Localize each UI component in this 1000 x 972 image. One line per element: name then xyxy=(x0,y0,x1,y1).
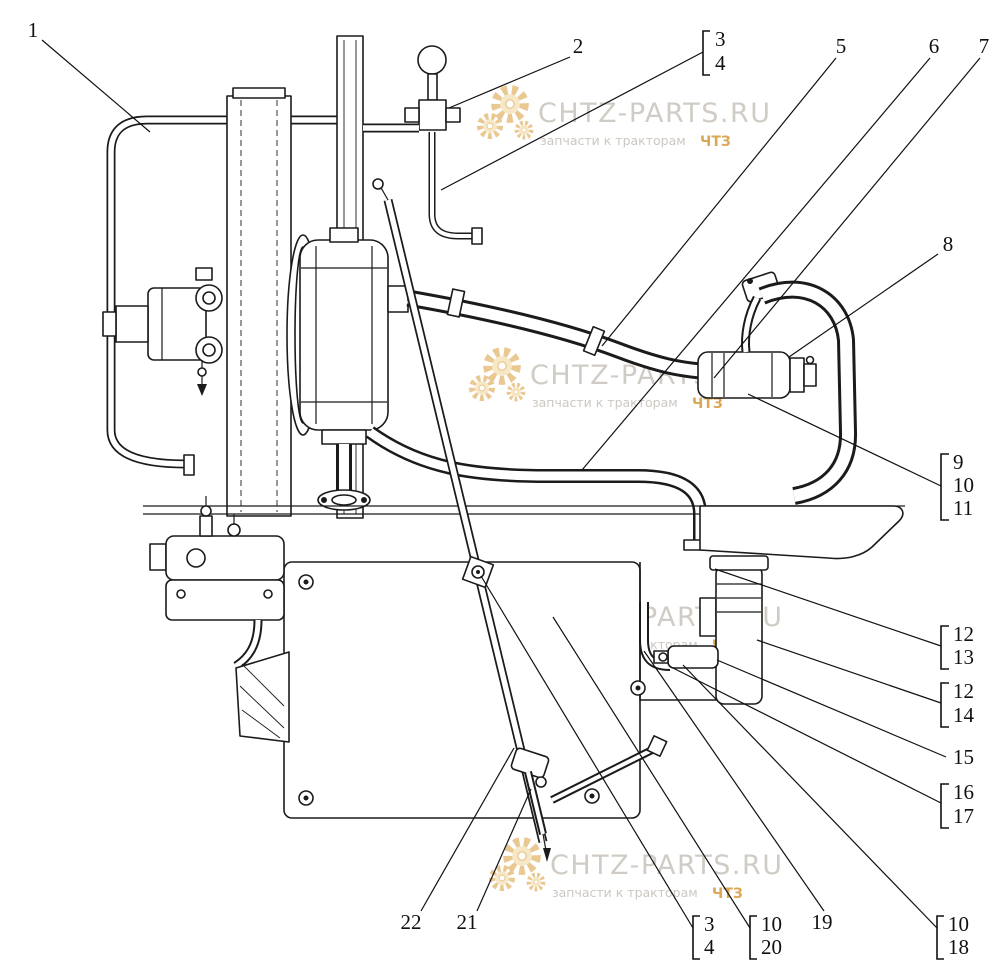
callout-label-10-bottom: 10 xyxy=(761,912,782,936)
watermark-tagline-text: запчасти к тракторам xyxy=(552,885,698,900)
watermark-tagline-brand-text: ЧТЗ xyxy=(700,134,731,150)
leader-line-9-10-11 xyxy=(747,393,942,487)
callout-label-4-top: 4 xyxy=(715,51,726,75)
injection-pump xyxy=(149,496,285,670)
leader-line-1 xyxy=(41,39,151,133)
callout-label-5: 5 xyxy=(836,34,847,58)
callout-label-9: 9 xyxy=(953,450,964,474)
bracket-9-10-11 xyxy=(940,453,949,521)
leader-line-6 xyxy=(581,57,931,471)
leader-line-3-4-top xyxy=(440,51,704,191)
oil-pan xyxy=(143,505,905,560)
callout-label-4-bottom: 4 xyxy=(704,935,715,959)
callout-label-6: 6 xyxy=(929,34,940,58)
callout-label-11: 11 xyxy=(953,496,973,520)
callout-labels: 1 2 3 4 5 6 7 8 9 10 11 12 13 12 14 15 1… xyxy=(28,18,990,959)
watermark-tagline-text: запчасти к тракторам xyxy=(540,133,686,148)
watermark-stamp: CHTZ-PARTS.RU запчасти к тракторам ЧТЗ xyxy=(492,842,783,902)
watermark-tagline-brand-text: ЧТЗ xyxy=(712,886,743,902)
callout-label-17: 17 xyxy=(953,804,974,828)
leader-line-19 xyxy=(643,650,825,912)
leader-line-16-17 xyxy=(670,666,942,804)
callout-label-20: 20 xyxy=(761,935,782,959)
leader-line-3-4-bottom xyxy=(480,575,694,929)
gears-icon xyxy=(492,842,543,889)
callout-label-21: 21 xyxy=(457,910,478,934)
watermark-tagline-text: запчасти к тракторам xyxy=(532,395,678,410)
leader-line-12-13 xyxy=(714,568,942,647)
bracket-3-4-top xyxy=(702,30,710,76)
leader-line-12-14 xyxy=(756,639,942,704)
upper-hose xyxy=(406,288,701,380)
callout-label-3-bottom: 3 xyxy=(704,912,715,936)
priming-pump xyxy=(102,267,223,396)
engine-assembly-drawing xyxy=(102,35,905,862)
bracket-12-13 xyxy=(940,625,949,670)
leader-lines xyxy=(41,30,981,960)
leader-line-2 xyxy=(448,56,571,109)
leader-line-10-18 xyxy=(682,664,938,929)
callout-label-3-top: 3 xyxy=(715,27,726,51)
leader-line-21 xyxy=(476,788,532,912)
callout-label-16: 16 xyxy=(953,780,974,804)
callout-label-18: 18 xyxy=(948,935,969,959)
watermark-brand-text: CHTZ-PARTS.RU xyxy=(550,850,783,881)
leader-line-15 xyxy=(716,659,947,758)
callout-label-13: 13 xyxy=(953,645,974,669)
bracket-10-18 xyxy=(936,915,944,960)
leader-line-10-20 xyxy=(552,616,751,929)
middle-transfer-pipe xyxy=(365,426,717,551)
right-elbow-hose xyxy=(741,271,857,505)
gears-icon xyxy=(472,352,523,399)
leader-line-8 xyxy=(788,253,939,358)
lower-feed-pipe xyxy=(550,734,668,804)
callout-label-10-right: 10 xyxy=(953,473,974,497)
callout-label-12-b: 12 xyxy=(953,679,974,703)
leader-line-22 xyxy=(420,747,515,912)
callout-label-12-a: 12 xyxy=(953,622,974,646)
gears-icon xyxy=(480,90,531,137)
bracket-3-4-bottom xyxy=(692,915,700,960)
mounting-bracket xyxy=(235,651,290,743)
filter-housing-cylinder xyxy=(286,227,409,511)
bracket-12-14 xyxy=(940,682,949,728)
callout-label-19: 19 xyxy=(812,910,833,934)
callout-label-7: 7 xyxy=(979,34,990,58)
filler-valve-assembly xyxy=(363,45,483,245)
bracket-10-20 xyxy=(749,915,757,960)
dipstick xyxy=(372,178,551,862)
callout-label-10-bottom-right: 10 xyxy=(948,912,969,936)
callout-label-1: 1 xyxy=(28,18,39,42)
engine-block xyxy=(283,560,721,819)
callout-label-15: 15 xyxy=(953,745,974,769)
leader-line-5 xyxy=(601,57,837,347)
lower-oil-filter xyxy=(699,555,769,705)
watermark-tagline-brand-text: ЧТЗ xyxy=(692,396,723,412)
radiator-column xyxy=(226,87,292,517)
leader-line-7 xyxy=(713,57,981,379)
callout-label-14: 14 xyxy=(953,703,975,727)
fuel-filter xyxy=(697,351,817,399)
watermark-brand-text: CHTZ-PARTS.RU xyxy=(538,98,771,129)
bracket-16-17 xyxy=(940,783,949,829)
callout-label-8: 8 xyxy=(943,232,954,256)
callout-label-22: 22 xyxy=(401,910,422,934)
callout-label-2: 2 xyxy=(573,34,584,58)
return-pipe-loop xyxy=(106,115,352,476)
watermark-stamp: CHTZ-PARTS.RU запчасти к тракторам ЧТЗ xyxy=(480,90,771,150)
